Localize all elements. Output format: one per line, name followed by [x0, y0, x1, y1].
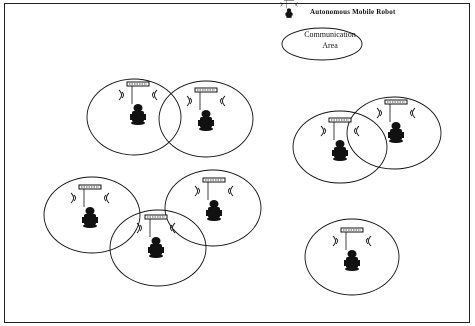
group-bottom-left [43, 169, 262, 287]
robot-icon [186, 87, 226, 132]
robot-icon [376, 99, 416, 144]
communication-area-ellipse [43, 176, 141, 254]
legend-robot-label: Autonomous Mobile Robot [310, 8, 396, 16]
communication-area-ellipse [346, 96, 442, 170]
legend-robot-icon [280, 0, 298, 19]
legend [280, 0, 363, 61]
communication-area-ellipse [158, 80, 254, 158]
robot-icon [136, 214, 176, 259]
robot-icon [332, 227, 372, 272]
legend-area-label-line2: Area [322, 41, 338, 50]
group-top-left [86, 78, 254, 158]
communication-area-ellipse [304, 218, 400, 296]
communication-area-ellipse [292, 110, 388, 184]
frame-border [4, 3, 470, 323]
group-top-right [292, 96, 442, 184]
robot-icon [118, 81, 158, 126]
communication-area-ellipse [86, 78, 182, 156]
robot-icon [70, 184, 110, 229]
group-bottom-right [304, 218, 400, 296]
legend-area-ellipse [281, 27, 363, 61]
communication-area-ellipse [109, 209, 207, 287]
robot-icon [320, 117, 360, 162]
robot-icon [194, 177, 234, 222]
communication-area-ellipse [164, 169, 262, 247]
legend-area-label-line1: Communication [304, 30, 356, 39]
